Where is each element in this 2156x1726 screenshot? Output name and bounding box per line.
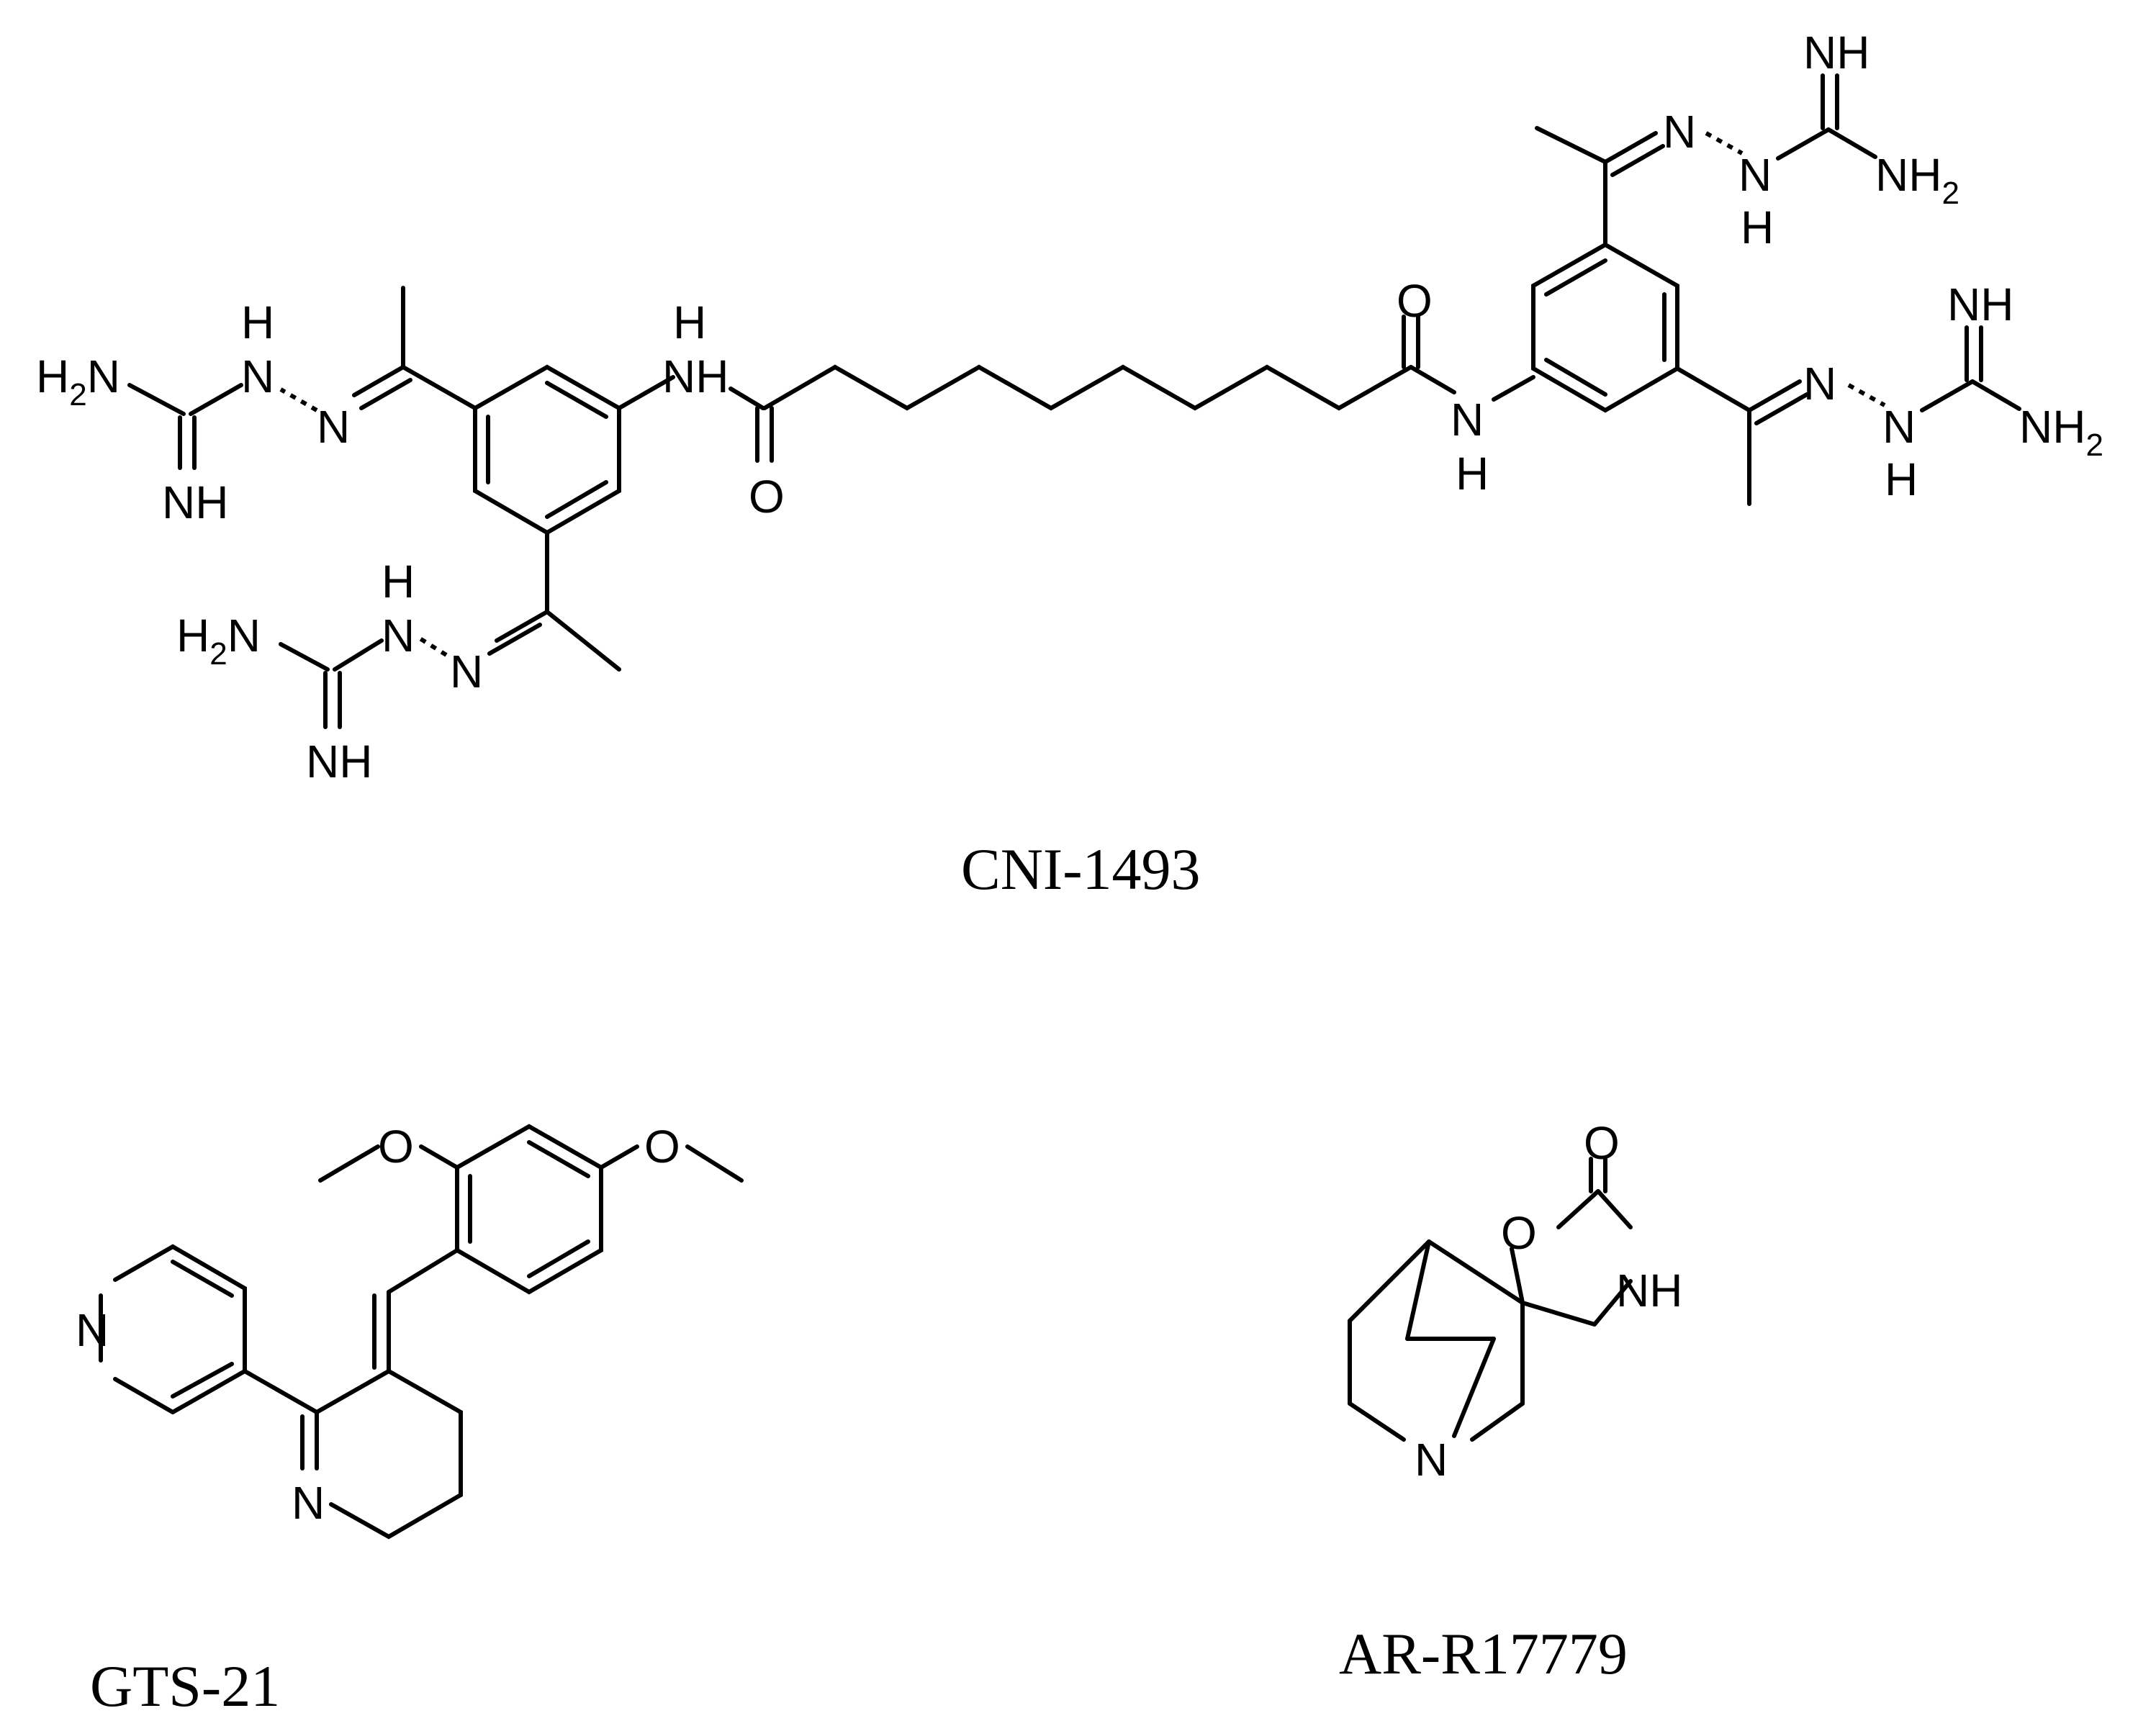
left-carbonyl-o-label: O [749, 471, 785, 523]
right-upper-hydrazine-n-label: N [1738, 149, 1772, 201]
gts-tetrahydropyridine-n-label: N [292, 1477, 325, 1529]
right-lower-imino-nh-label: NH [1947, 279, 2013, 330]
cni-1493-structure: H NH O O N H N H N H2N [36, 27, 2103, 787]
ar-carbonyl-o-label: O [1584, 1117, 1620, 1169]
ar-quinuclidine-cage [1348, 1239, 1525, 1442]
right-upper-imino-nh-label: NH [1803, 27, 1869, 78]
right-upper-nh2-label: NH2 [1875, 149, 1959, 211]
ar-r17779-label: AR-R17779 [1339, 1621, 1628, 1686]
ar-r17779-structure: N O O NH [1348, 1117, 1682, 1486]
left-lower-hydrazine-h-label: H [382, 556, 415, 607]
left-lower-hydrazine-n-label: N [382, 610, 415, 661]
cni-1493-label: CNI-1493 [961, 836, 1201, 902]
right-upper-imine-n-label: N [1663, 106, 1696, 158]
left-upper-hydrazine-h-label: H [241, 297, 274, 348]
gts-pyridine-ring [99, 1244, 247, 1414]
left-lower-imino-nh-label: NH [306, 736, 372, 787]
gts-dimethoxyphenyl-ring [455, 1124, 603, 1295]
right-lower-nh2-label: NH2 [2019, 401, 2103, 463]
left-amide-h-label: H [673, 297, 706, 348]
right-carbonyl-o-label: O [1397, 275, 1433, 327]
left-amide-n-label: NH [662, 351, 729, 402]
left-upper-imine-n-label: N [317, 401, 350, 453]
left-upper-hydrazine-n-label: N [241, 351, 274, 402]
left-upper-h2n-label: H2N [36, 351, 120, 412]
ar-quinuclidine-n-label: N [1415, 1434, 1448, 1486]
decanediamide-chain [762, 364, 1413, 411]
cni-left-benzene-ring [473, 364, 621, 536]
left-lower-imine-n-label: N [450, 646, 483, 697]
gts-pyridine-n-label: N [76, 1304, 109, 1356]
gts-tetrahydropyridine-ring [300, 1369, 463, 1540]
ar-oxazolidinone-ring [1510, 1189, 1633, 1327]
left-lower-h2n-label: H2N [176, 610, 261, 672]
gts-21-structure: O O N N [76, 1121, 744, 1540]
gts-21-label: GTS-21 [90, 1653, 280, 1719]
cni-right-benzene-ring [1531, 242, 1679, 413]
gts-para-methoxy-o-label: O [644, 1121, 680, 1172]
ar-oxazolidinone-nh-label: NH [1616, 1265, 1682, 1316]
right-upper-hydrazine-h-label: H [1741, 202, 1774, 253]
ar-ring-o-label: O [1501, 1207, 1537, 1259]
right-amide-h-label: H [1456, 448, 1489, 500]
right-lower-hydrazine-n-label: N [1882, 401, 1916, 453]
left-upper-imino-nh-label: NH [162, 476, 228, 528]
right-lower-hydrazine-h-label: H [1885, 453, 1918, 505]
right-lower-imine-n-label: N [1803, 358, 1836, 410]
right-amide-n-label: N [1451, 394, 1484, 446]
gts-ortho-methoxy-o-label: O [378, 1121, 414, 1172]
